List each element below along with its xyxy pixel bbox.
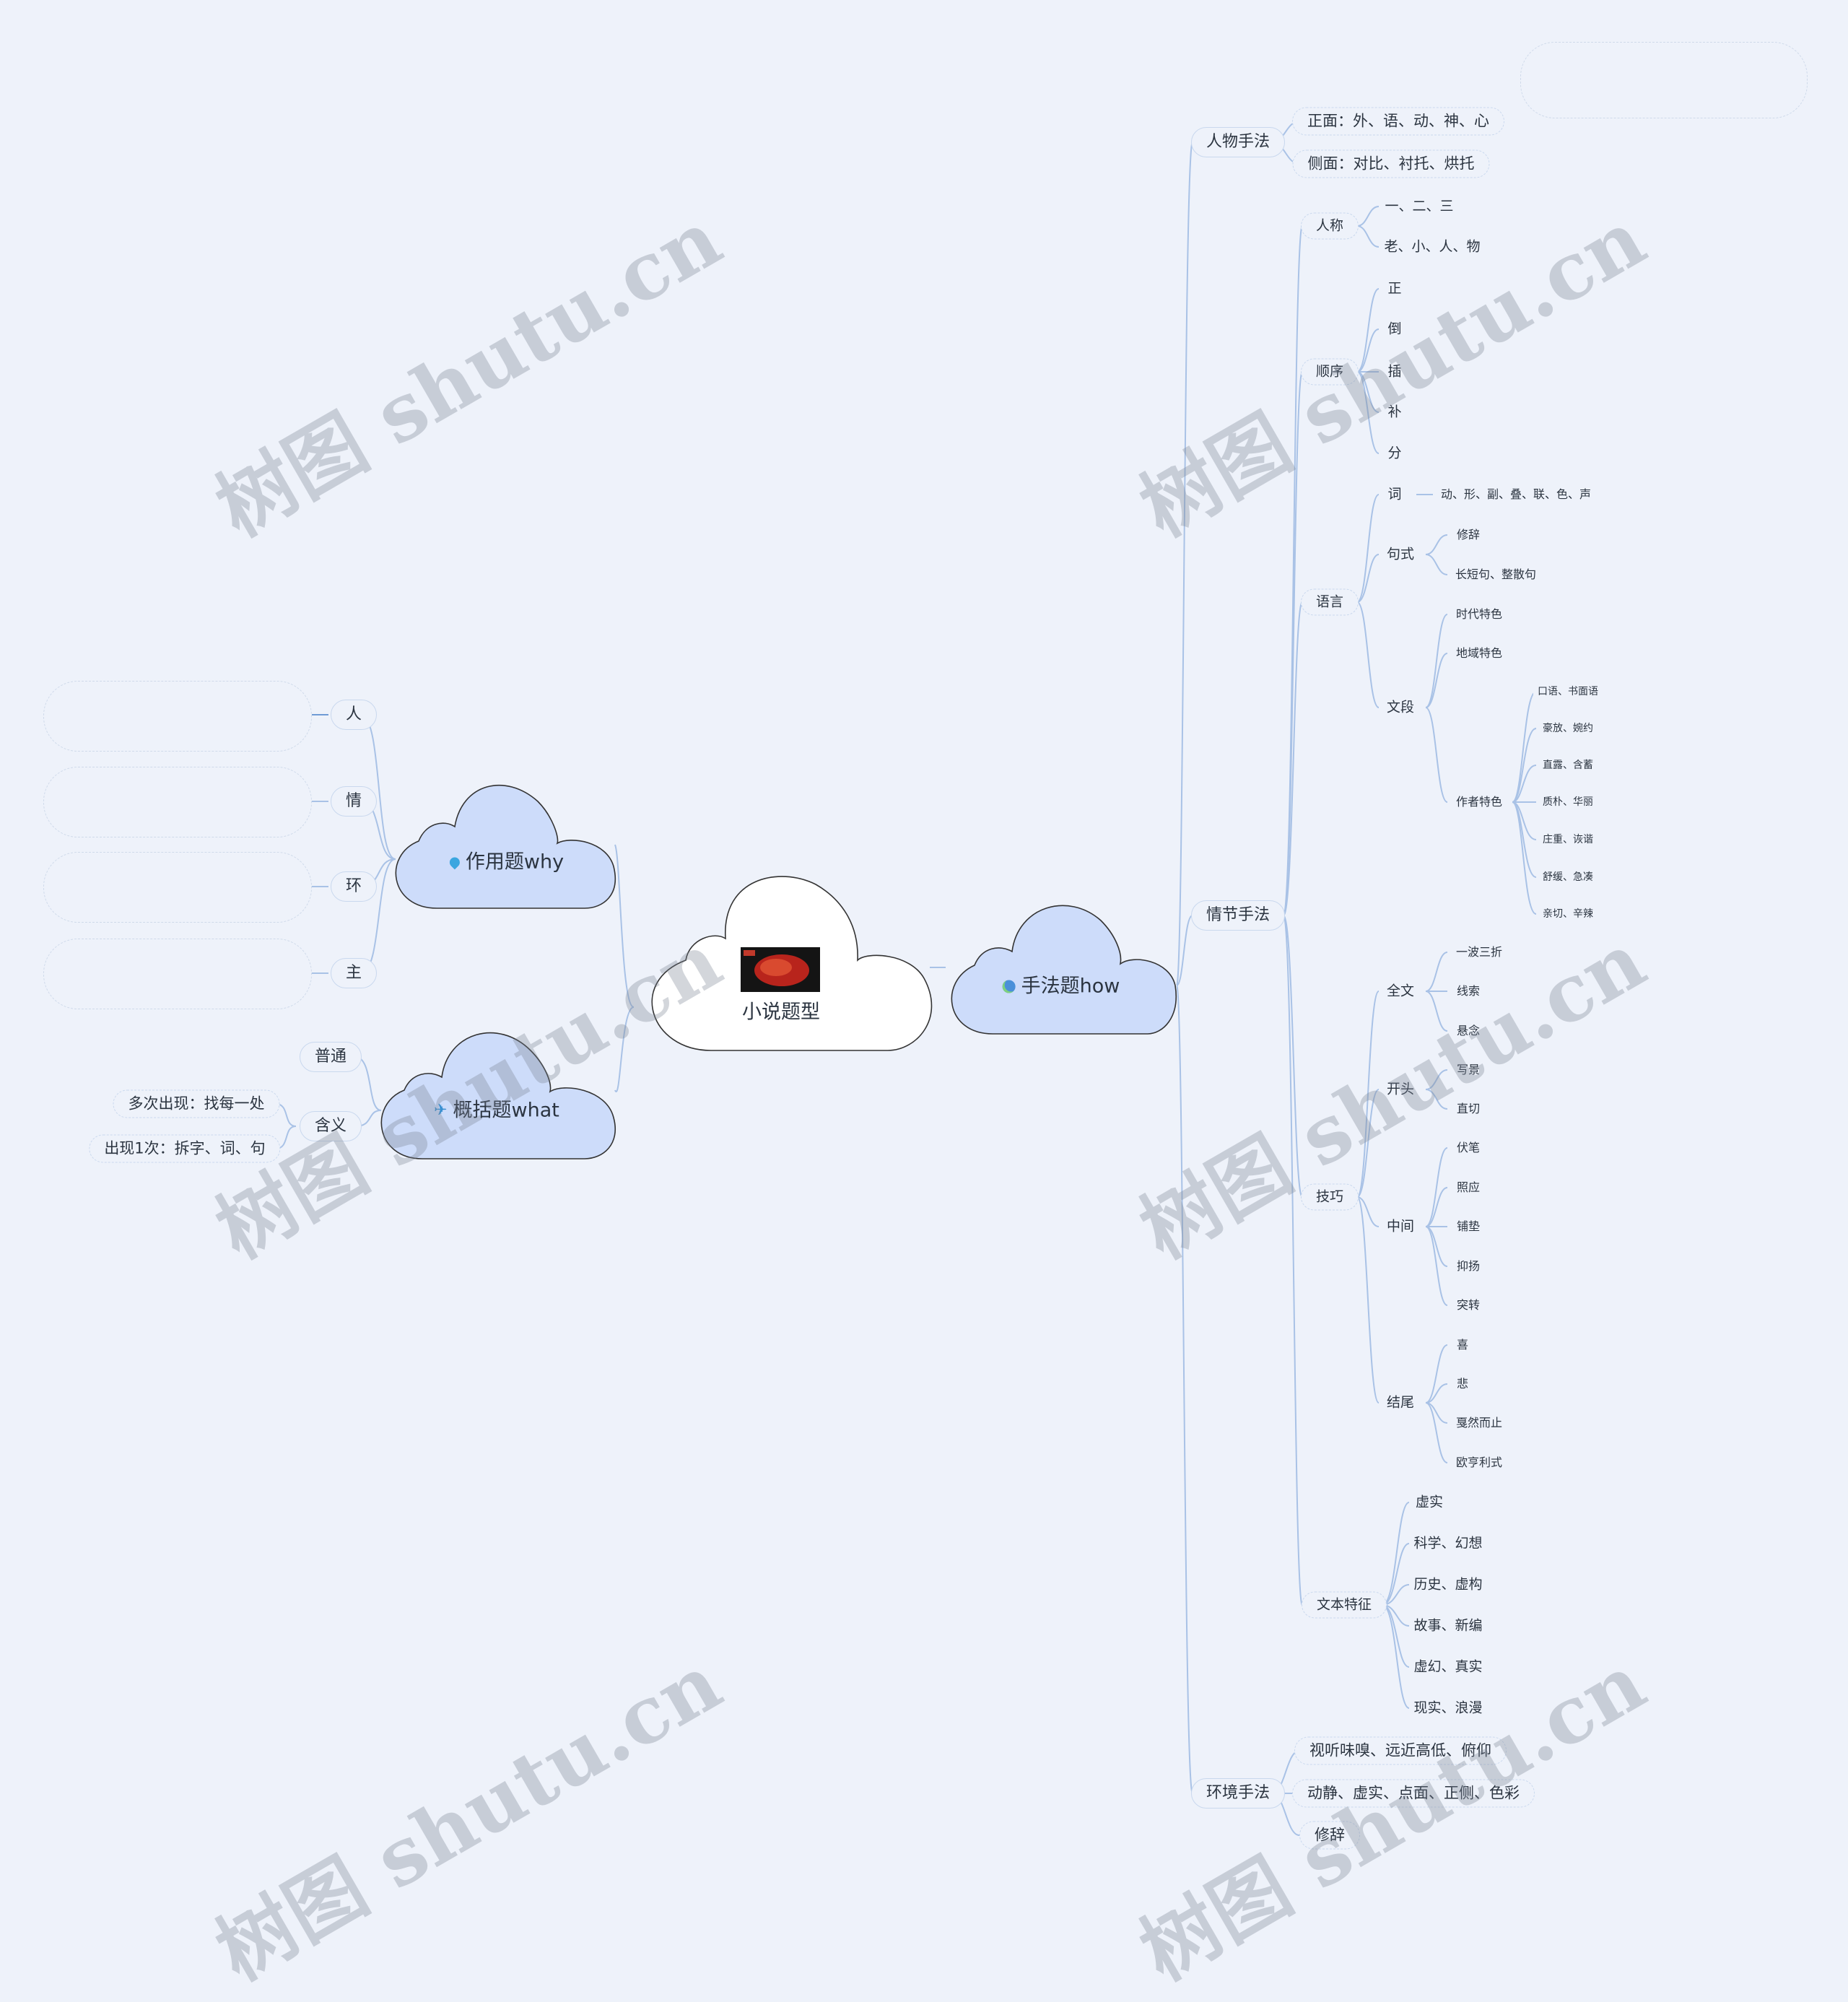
why-child-plot[interactable]: 情: [330, 786, 378, 817]
environment-item[interactable]: 修辞: [1299, 1821, 1360, 1850]
character-method[interactable]: 人物手法: [1190, 127, 1286, 157]
person-node[interactable]: 人称: [1300, 212, 1359, 240]
why-child-person[interactable]: 人: [330, 700, 378, 730]
technique-item[interactable]: 悬念: [1452, 1023, 1485, 1039]
order-node[interactable]: 顺序: [1300, 358, 1359, 386]
character-front[interactable]: 正面：外、语、动、神、心: [1292, 107, 1504, 136]
technique-item[interactable]: 一波三折: [1451, 944, 1507, 960]
text-feature-item[interactable]: 故事、新编: [1409, 1616, 1487, 1636]
ending-node[interactable]: 结尾: [1382, 1393, 1419, 1413]
word-node[interactable]: 词: [1383, 484, 1406, 505]
author-style-item[interactable]: 豪放、婉约: [1538, 721, 1598, 736]
author-style-item[interactable]: 亲切、辛辣: [1538, 907, 1598, 921]
technique-item[interactable]: 戛然而止: [1451, 1415, 1507, 1431]
order-item[interactable]: 倒: [1383, 319, 1406, 339]
text-feature-item[interactable]: 虚实: [1411, 1492, 1448, 1513]
technique-item[interactable]: 照应: [1452, 1180, 1485, 1196]
order-item[interactable]: 正: [1383, 279, 1406, 299]
technique-item[interactable]: 悲: [1452, 1376, 1473, 1392]
technique-item[interactable]: 写景: [1452, 1062, 1485, 1078]
technique-item[interactable]: 线索: [1452, 983, 1485, 999]
empty-note: [43, 939, 312, 1009]
order-item[interactable]: 分: [1383, 443, 1406, 463]
sentence-node[interactable]: 句式: [1382, 544, 1419, 565]
what-meaning[interactable]: 含义: [299, 1111, 362, 1141]
why-topic[interactable]: 作用题why: [448, 850, 565, 874]
text-feature-item[interactable]: 科学、幻想: [1409, 1533, 1487, 1554]
brain-image: [741, 947, 820, 992]
passage-item[interactable]: 时代特色: [1451, 606, 1507, 622]
author-style-item[interactable]: 口语、书面语: [1533, 684, 1603, 699]
sentence-item[interactable]: 修辞: [1452, 527, 1485, 543]
empty-note: [43, 681, 312, 752]
why-child-environment[interactable]: 环: [330, 871, 378, 902]
person-item[interactable]: 一、二、三: [1380, 196, 1458, 217]
order-item[interactable]: 插: [1383, 362, 1406, 382]
text-feature-node[interactable]: 文本特征: [1301, 1591, 1387, 1619]
character-side[interactable]: 侧面：对比、衬托、烘托: [1292, 149, 1490, 178]
how-label: 手法题how: [1021, 975, 1120, 998]
technique-item[interactable]: 铺垫: [1452, 1219, 1485, 1235]
author-style-item[interactable]: 直露、含蓄: [1538, 758, 1598, 772]
passage-node[interactable]: 文段: [1382, 697, 1419, 718]
technique-item[interactable]: 抑扬: [1452, 1258, 1485, 1274]
pin-icon: [448, 855, 462, 869]
text-feature-item[interactable]: 现实、浪漫: [1409, 1698, 1487, 1718]
what-topic[interactable]: ✈ 概括题what: [434, 1101, 559, 1120]
order-item[interactable]: 补: [1383, 402, 1406, 422]
what-meaning-multiple[interactable]: 多次出现：找每一处: [113, 1089, 280, 1118]
opening-node[interactable]: 开头: [1382, 1079, 1419, 1100]
text-feature-item[interactable]: 历史、虚构: [1409, 1575, 1487, 1595]
author-style-node[interactable]: 作者特色: [1451, 794, 1507, 810]
how-topic[interactable]: 手法题how: [1002, 975, 1120, 998]
word-detail[interactable]: 动、形、副、叠、联、色、声: [1436, 487, 1596, 502]
why-child-theme[interactable]: 主: [330, 958, 378, 988]
technique-item[interactable]: 欧亨利式: [1451, 1455, 1507, 1471]
whole-node[interactable]: 全文: [1382, 981, 1419, 1001]
center-title: 小说题型: [742, 1001, 820, 1024]
sentence-item[interactable]: 长短句、整散句: [1450, 567, 1541, 583]
author-style-item[interactable]: 舒缓、急凑: [1538, 870, 1598, 884]
technique-item[interactable]: 喜: [1452, 1337, 1473, 1353]
what-cloud: [380, 1032, 616, 1159]
author-style-item[interactable]: 庄重、诙谐: [1538, 832, 1598, 847]
person-item[interactable]: 老、小、人、物: [1380, 237, 1485, 257]
what-meaning-once[interactable]: 出现1次：拆字、词、句: [89, 1134, 281, 1163]
text-feature-item[interactable]: 虚幻、真实: [1409, 1657, 1487, 1677]
what-common[interactable]: 普通: [299, 1042, 362, 1072]
empty-note: [43, 767, 312, 837]
technique-node[interactable]: 技巧: [1300, 1183, 1359, 1211]
airplane-icon: ✈: [434, 1101, 448, 1119]
environment-item[interactable]: 动静、虚实、点面、正侧、色彩: [1292, 1779, 1535, 1808]
technique-item[interactable]: 直切: [1452, 1101, 1485, 1117]
center-topic[interactable]: 小说题型: [742, 1003, 820, 1022]
passage-item[interactable]: 地域特色: [1451, 645, 1507, 661]
how-cloud: [951, 905, 1177, 1035]
plot-method[interactable]: 情节手法: [1190, 900, 1286, 931]
middle-node[interactable]: 中间: [1382, 1217, 1419, 1237]
author-style-item[interactable]: 质朴、华丽: [1538, 795, 1598, 809]
what-label: 概括题what: [453, 1099, 559, 1122]
environment-method[interactable]: 环境手法: [1190, 1778, 1286, 1809]
why-label: 作用题why: [465, 850, 565, 874]
globe-icon: [1002, 980, 1016, 993]
empty-note: [43, 852, 312, 923]
empty-note: [1520, 42, 1808, 118]
environment-item[interactable]: 视听味嗅、远近高低、俯仰: [1294, 1736, 1507, 1765]
connector-lines: [275, 121, 1537, 1836]
language-node[interactable]: 语言: [1300, 588, 1359, 616]
technique-item[interactable]: 突转: [1452, 1297, 1485, 1313]
technique-item[interactable]: 伏笔: [1452, 1140, 1485, 1156]
why-cloud: [395, 784, 616, 909]
